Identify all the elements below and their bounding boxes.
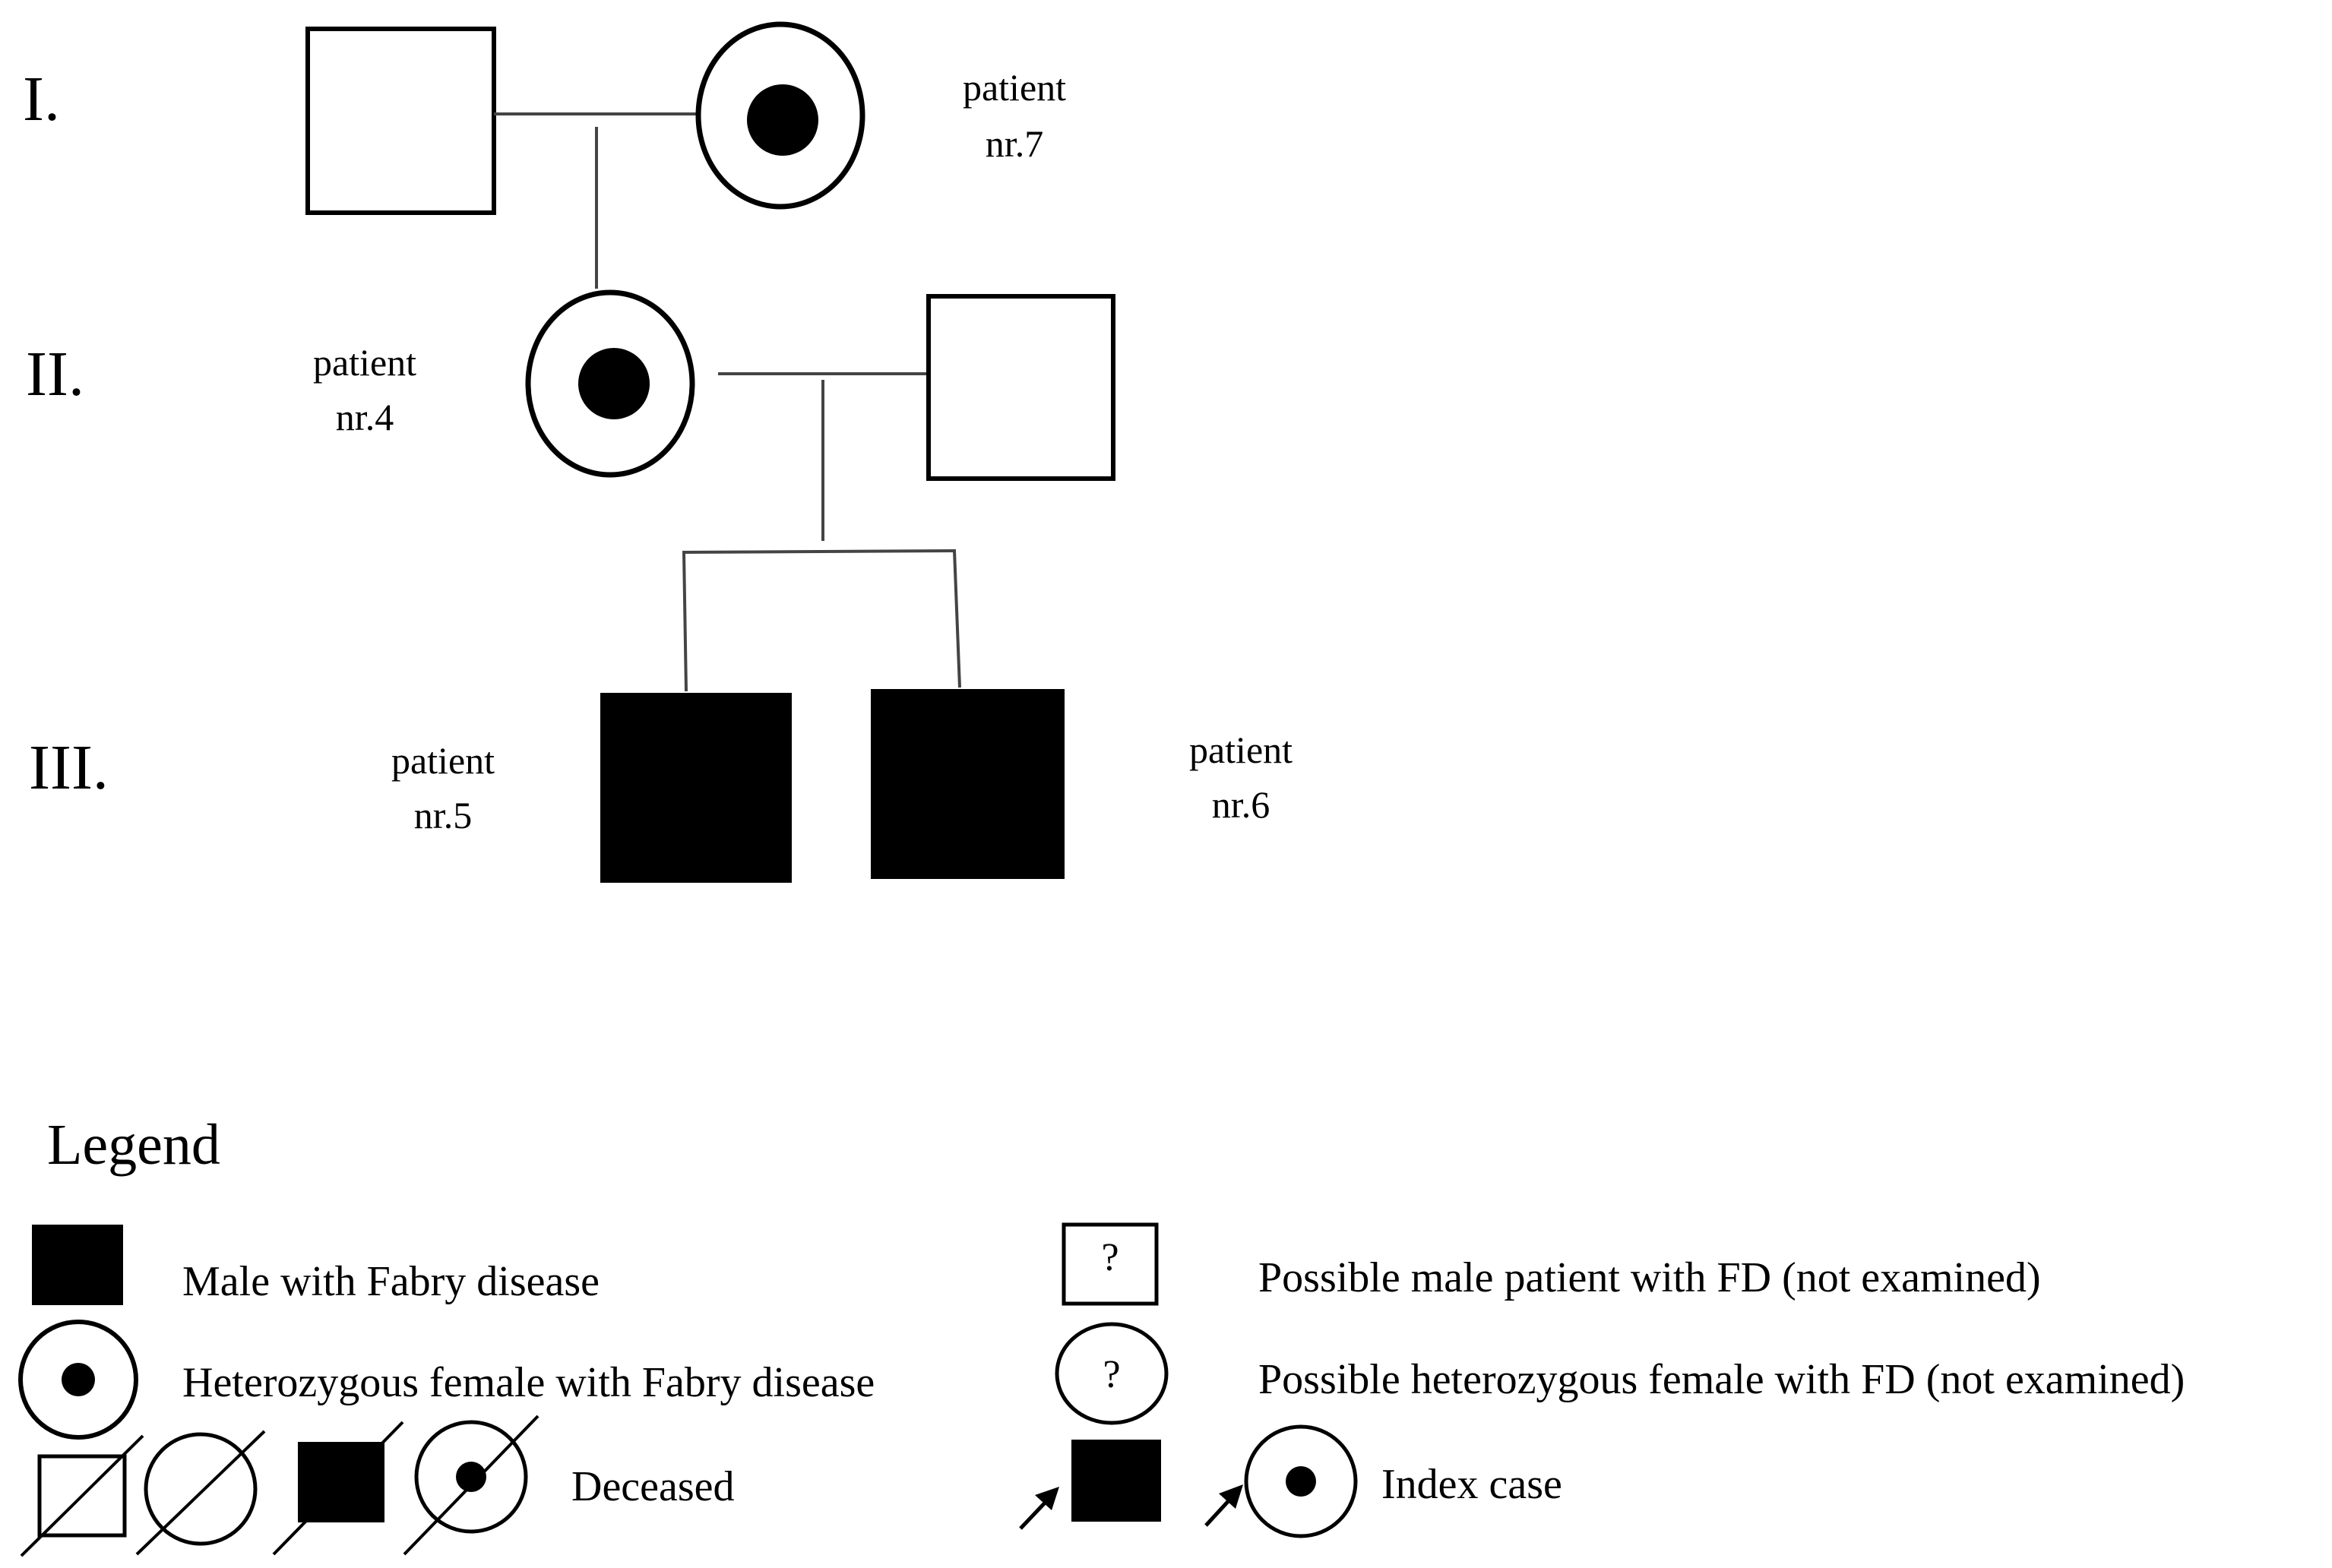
legend-label-possible-male: Possible male patient with FD (not exami… [1258, 1254, 2041, 1301]
gen2-mother-heterozygous-female [525, 289, 695, 478]
legend-symbol-deceased-affected-male [272, 1421, 404, 1556]
legend-symbol-index-female [1244, 1424, 1358, 1538]
legend-symbol-index-male [1071, 1440, 1161, 1522]
patient-label-4: patient nr.4 [313, 341, 416, 438]
svg-text:patient: patient [1189, 729, 1293, 771]
gen2-father-unaffected-male [926, 294, 1115, 481]
legend-symbol-deceased-male [20, 1434, 144, 1557]
legend-arrow-index-male [1019, 1487, 1059, 1530]
svg-text:patient: patient [963, 66, 1066, 109]
gen3-affected-male-left [600, 693, 792, 883]
legend-label-deceased: Deceased [571, 1463, 735, 1510]
legend-label-possible-female: Possible heterozygous female with FD (no… [1258, 1356, 2185, 1403]
legend-symbol-deceased-female [135, 1430, 266, 1556]
patient-label-7: patient nr.7 [963, 66, 1066, 165]
svg-text:patient: patient [391, 739, 495, 782]
legend-symbol-male-fd [32, 1225, 123, 1305]
svg-text:nr.6: nr.6 [1212, 783, 1270, 826]
svg-text:?: ? [1103, 1353, 1120, 1396]
sibling-line-left [682, 552, 688, 692]
legend-symbol-deceased-heterozygous-female [403, 1415, 539, 1556]
sibling-line-right [953, 550, 961, 688]
generation-label-iii: III. [29, 732, 109, 803]
legend-title: Legend [47, 1113, 220, 1177]
gen1-father-unaffected-male [305, 27, 496, 215]
svg-text:nr.5: nr.5 [414, 794, 472, 836]
svg-text:?: ? [1101, 1236, 1119, 1279]
legend-label-female-fd: Heterozygous female with Fabry disease [182, 1359, 875, 1406]
svg-text:patient: patient [313, 341, 416, 384]
generation-label-i: I. [23, 64, 60, 134]
legend-symbol-possible-male: ? [1062, 1222, 1159, 1306]
patient-label-5: patient nr.5 [391, 739, 495, 836]
legend-arrow-index-female [1204, 1484, 1243, 1527]
sibship-line [682, 549, 957, 554]
legend-symbol-female-fd [18, 1320, 138, 1440]
svg-text:nr.7: nr.7 [986, 122, 1043, 165]
legend-symbol-possible-female: ? [1055, 1322, 1169, 1425]
gen3-affected-male-right [871, 689, 1065, 879]
legend-label-index-case: Index case [1381, 1461, 1562, 1508]
generation-label-ii: II. [26, 339, 84, 409]
patient-label-6: patient nr.6 [1189, 729, 1293, 826]
svg-text:nr.4: nr.4 [336, 396, 394, 438]
gen1-mother-heterozygous-female [695, 21, 865, 210]
legend-label-male-fd: Male with Fabry disease [182, 1258, 600, 1305]
